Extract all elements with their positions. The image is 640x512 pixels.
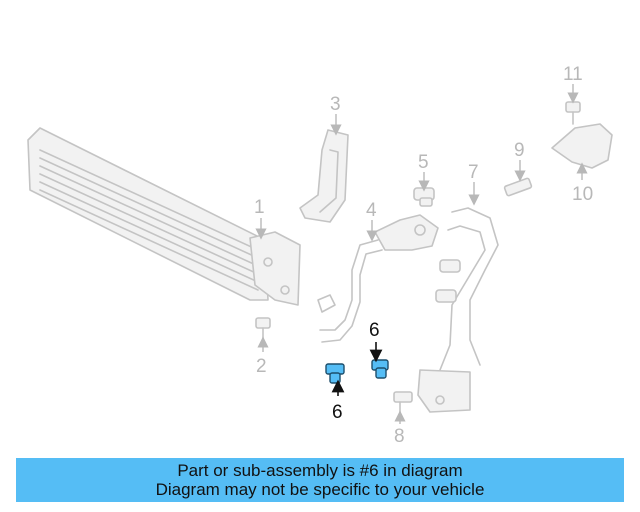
callout-8: 8 bbox=[394, 426, 405, 447]
callout-1: 1 bbox=[254, 197, 265, 218]
bolt-8-drawing bbox=[393, 391, 413, 415]
fitting-5-drawing bbox=[413, 187, 435, 207]
banner-line-1: Part or sub-assembly is #6 in diagram bbox=[177, 461, 463, 480]
callout-5: 5 bbox=[418, 152, 429, 173]
callout-3: 3 bbox=[330, 94, 341, 115]
banner-line-2: Diagram may not be specific to your vehi… bbox=[155, 480, 485, 499]
fitting-9-drawing bbox=[503, 177, 533, 197]
bolt-6-right-drawing bbox=[371, 359, 389, 379]
hose-7-drawing bbox=[417, 207, 499, 413]
bolt-6-left-drawing bbox=[325, 363, 345, 384]
cooler-core-drawing bbox=[27, 127, 301, 306]
bracket-10-drawing bbox=[551, 123, 613, 169]
callout-6-right: 6 bbox=[369, 320, 380, 341]
info-banner: Part or sub-assembly is #6 in diagram Di… bbox=[16, 458, 624, 502]
callout-11: 11 bbox=[563, 64, 583, 85]
bolt-11-drawing bbox=[565, 101, 581, 125]
hose-4-drawing bbox=[317, 214, 439, 343]
callout-4: 4 bbox=[366, 200, 377, 221]
bracket-3-drawing bbox=[299, 129, 349, 223]
callout-7: 7 bbox=[468, 162, 479, 183]
callout-10: 10 bbox=[572, 184, 593, 205]
callout-2: 2 bbox=[256, 356, 267, 377]
callout-6-left: 6 bbox=[332, 402, 343, 423]
bolt-2-drawing bbox=[255, 317, 271, 341]
callout-9: 9 bbox=[514, 140, 525, 161]
